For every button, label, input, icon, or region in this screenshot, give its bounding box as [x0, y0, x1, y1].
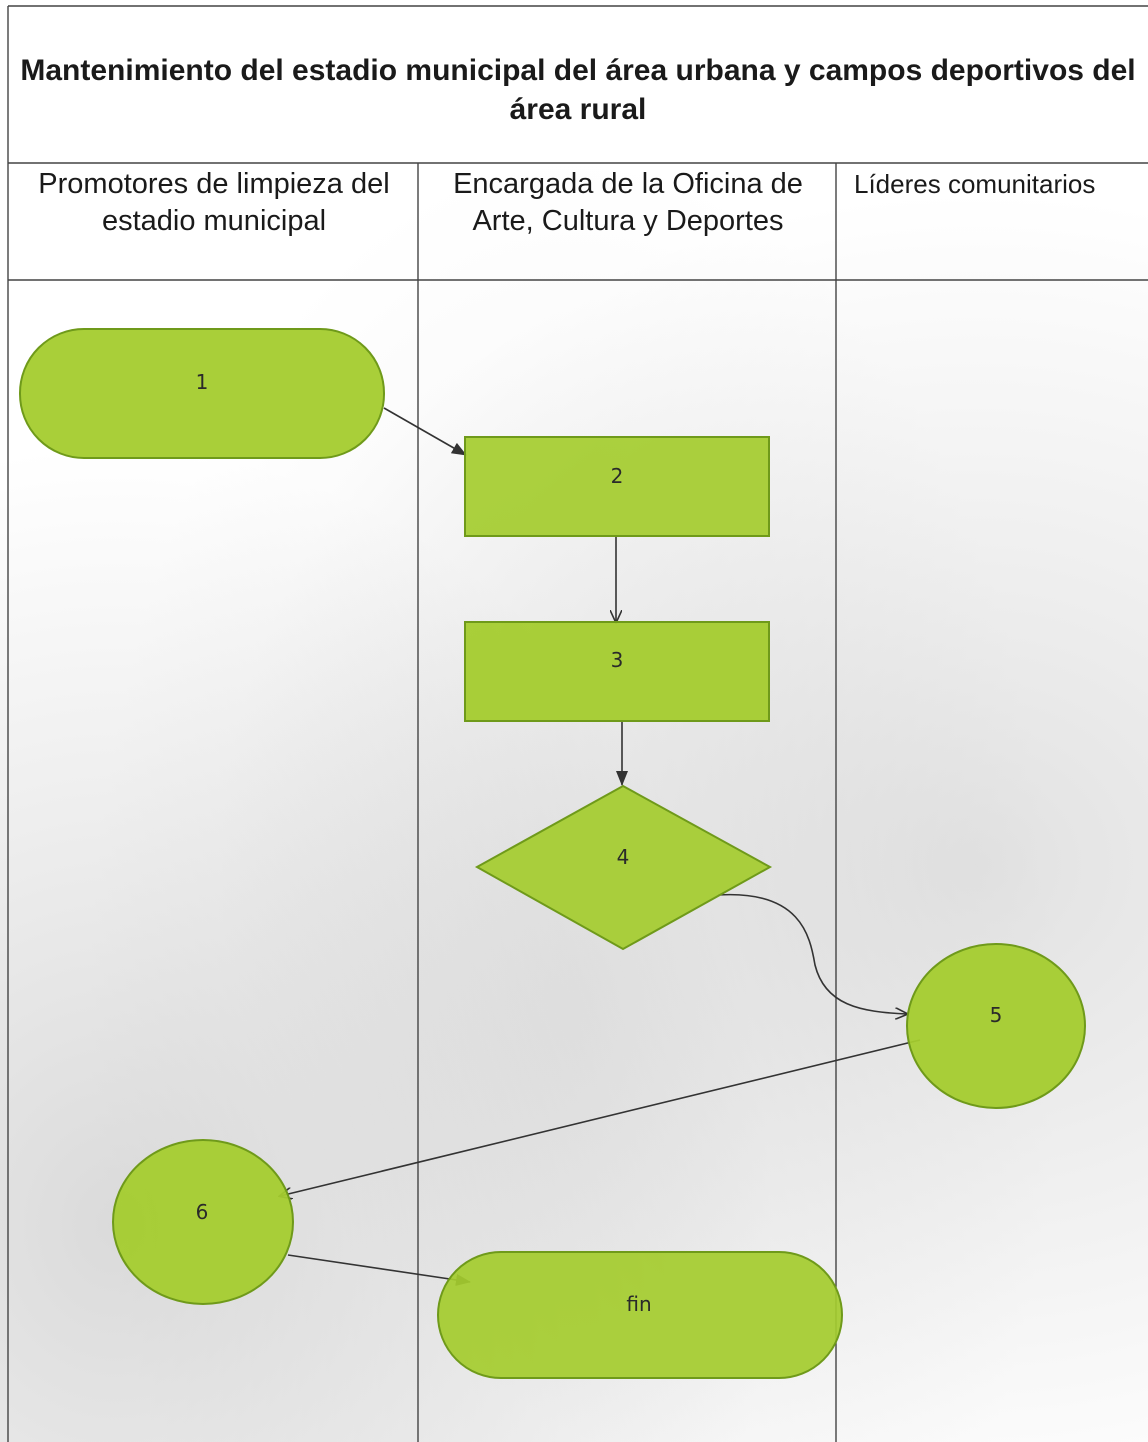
node-fin-shape — [437, 1251, 843, 1379]
node-3: 3 — [464, 621, 770, 722]
edge-6-fin — [287, 1254, 471, 1286]
node-1-label: 1 — [196, 370, 209, 394]
edge-1-2 — [383, 407, 467, 456]
node-2-shape — [464, 436, 770, 537]
node-6: 6 — [112, 1139, 294, 1305]
node-5: 5 — [906, 943, 1086, 1109]
node-1: 1 — [19, 328, 385, 459]
edge-5-6 — [280, 1039, 921, 1196]
node-6-label: 6 — [196, 1200, 209, 1224]
lane-header-lideres: Líderes comunitarios — [854, 169, 1096, 199]
node-6-shape — [112, 1139, 294, 1305]
node-4: 4 — [474, 784, 773, 951]
node-1-shape — [19, 328, 385, 459]
node-2-label: 2 — [611, 464, 624, 488]
node-5-shape — [906, 943, 1086, 1109]
node-2: 2 — [464, 436, 770, 537]
node-3-shape — [464, 621, 770, 722]
lane-header-encargada: Encargada de la Oficina de Arte, Cultura… — [453, 168, 803, 237]
edge-4-5 — [717, 893, 907, 1014]
node-4-shape — [474, 784, 773, 951]
diagram-title: Mantenimiento del estadio municipal del … — [20, 54, 1136, 126]
node-fin: fin — [437, 1251, 843, 1379]
title-cell: Mantenimiento del estadio municipal del … — [8, 6, 1148, 162]
node-5-label: 5 — [990, 1003, 1003, 1027]
node-fin-label: fin — [626, 1292, 651, 1316]
lane-header-promotores: Promotores de limpieza del estadio munic… — [38, 168, 390, 237]
node-4-label: 4 — [617, 845, 630, 869]
node-3-label: 3 — [611, 648, 624, 672]
